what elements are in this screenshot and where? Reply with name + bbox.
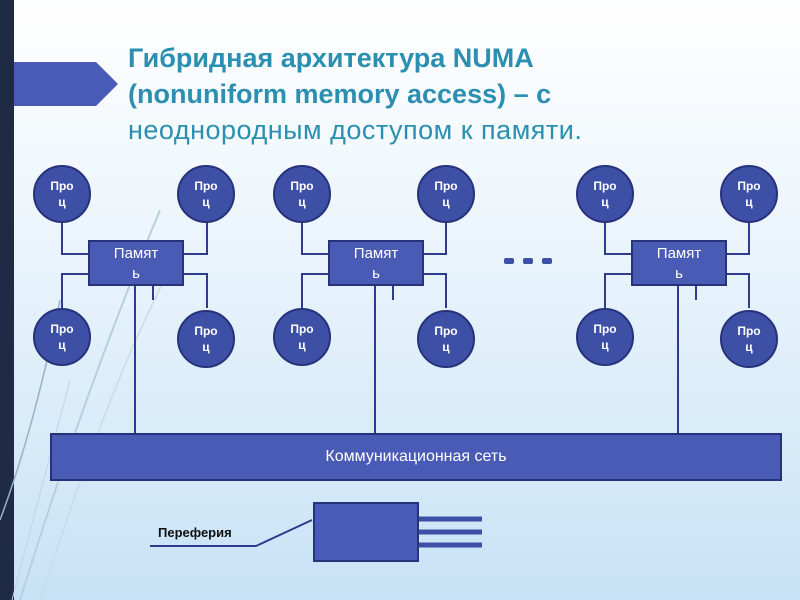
processor-node3-top-right: Про ц bbox=[720, 165, 778, 223]
wire bbox=[180, 218, 208, 255]
processor-label: ц bbox=[601, 338, 609, 352]
wire bbox=[722, 218, 750, 255]
memory-label: Памят bbox=[353, 245, 399, 262]
processor-label: ц bbox=[601, 195, 609, 209]
processor-label: Про bbox=[194, 179, 218, 193]
memory-label: ь bbox=[675, 265, 683, 282]
processor-label: Про bbox=[290, 322, 314, 336]
processor-node2-bottom-left: Про ц bbox=[273, 308, 331, 366]
processor-label: Про bbox=[194, 324, 218, 338]
processor-node3-top-left: Про ц bbox=[576, 165, 634, 223]
communication-network: Коммуникационная сеть bbox=[50, 433, 782, 481]
title-arrow-tab bbox=[14, 62, 118, 106]
memory-node1: Памят ь bbox=[88, 240, 184, 286]
processor-label: Про bbox=[593, 322, 617, 336]
processor-node2-bottom-right: Про ц bbox=[417, 310, 475, 368]
peripherals-device bbox=[313, 502, 419, 562]
wire bbox=[301, 218, 330, 255]
processor-label: Про bbox=[737, 324, 761, 338]
processor-label: ц bbox=[745, 195, 753, 209]
processor-node3-bottom-left: Про ц bbox=[576, 308, 634, 366]
wire bbox=[61, 273, 90, 308]
slide-title: Гибридная архитектура NUMA (nonuniform m… bbox=[128, 40, 768, 148]
memory-label: Памят bbox=[656, 245, 702, 262]
processor-label: Про bbox=[434, 179, 458, 193]
wire bbox=[180, 273, 208, 308]
wire bbox=[61, 218, 90, 255]
wire bbox=[150, 519, 313, 547]
wire bbox=[604, 218, 633, 255]
memory-label: ь bbox=[372, 265, 380, 282]
processor-node3-bottom-right: Про ц bbox=[720, 310, 778, 368]
processor-node2-top-left: Про ц bbox=[273, 165, 331, 223]
memory-node2: Памят ь bbox=[328, 240, 424, 286]
processor-node1-top-left: Про ц bbox=[33, 165, 91, 223]
memory-label: Памят bbox=[113, 245, 159, 262]
processor-label: ц bbox=[202, 195, 210, 209]
processor-node1-top-right: Про ц bbox=[177, 165, 235, 223]
processor-label: ц bbox=[745, 340, 753, 354]
processor-label: ц bbox=[442, 340, 450, 354]
processor-label: ц bbox=[298, 338, 306, 352]
left-accent-bar bbox=[0, 0, 14, 600]
wire bbox=[604, 273, 633, 308]
wire bbox=[420, 273, 447, 308]
processor-node1-bottom-right: Про ц bbox=[177, 310, 235, 368]
wire bbox=[722, 273, 750, 308]
wire bbox=[301, 273, 330, 308]
processor-label: ц bbox=[58, 195, 66, 209]
memory-label: ь bbox=[132, 265, 140, 282]
processor-node2-top-right: Про ц bbox=[417, 165, 475, 223]
processor-label: ц bbox=[442, 195, 450, 209]
processor-label: ц bbox=[298, 195, 306, 209]
peripherals-label: Переферия bbox=[158, 525, 232, 540]
wire bbox=[420, 218, 447, 255]
title-line-3: неоднородным доступом к памяти. bbox=[128, 115, 583, 145]
processor-node1-bottom-left: Про ц bbox=[33, 308, 91, 366]
title-line-2: (nonuniform memory access) – с bbox=[128, 79, 552, 109]
processor-label: ц bbox=[58, 338, 66, 352]
title-line-1: Гибридная архитектура NUMA bbox=[128, 43, 534, 73]
memory-node3: Памят ь bbox=[631, 240, 727, 286]
processor-label: Про bbox=[50, 322, 74, 336]
processor-label: Про bbox=[50, 179, 74, 193]
processor-label: Про bbox=[737, 179, 761, 193]
ellipsis-dots bbox=[504, 258, 552, 264]
processor-label: ц bbox=[202, 340, 210, 354]
processor-label: Про bbox=[434, 324, 458, 338]
network-label: Коммуникационная сеть bbox=[325, 448, 507, 465]
processor-label: Про bbox=[593, 179, 617, 193]
processor-label: Про bbox=[290, 179, 314, 193]
